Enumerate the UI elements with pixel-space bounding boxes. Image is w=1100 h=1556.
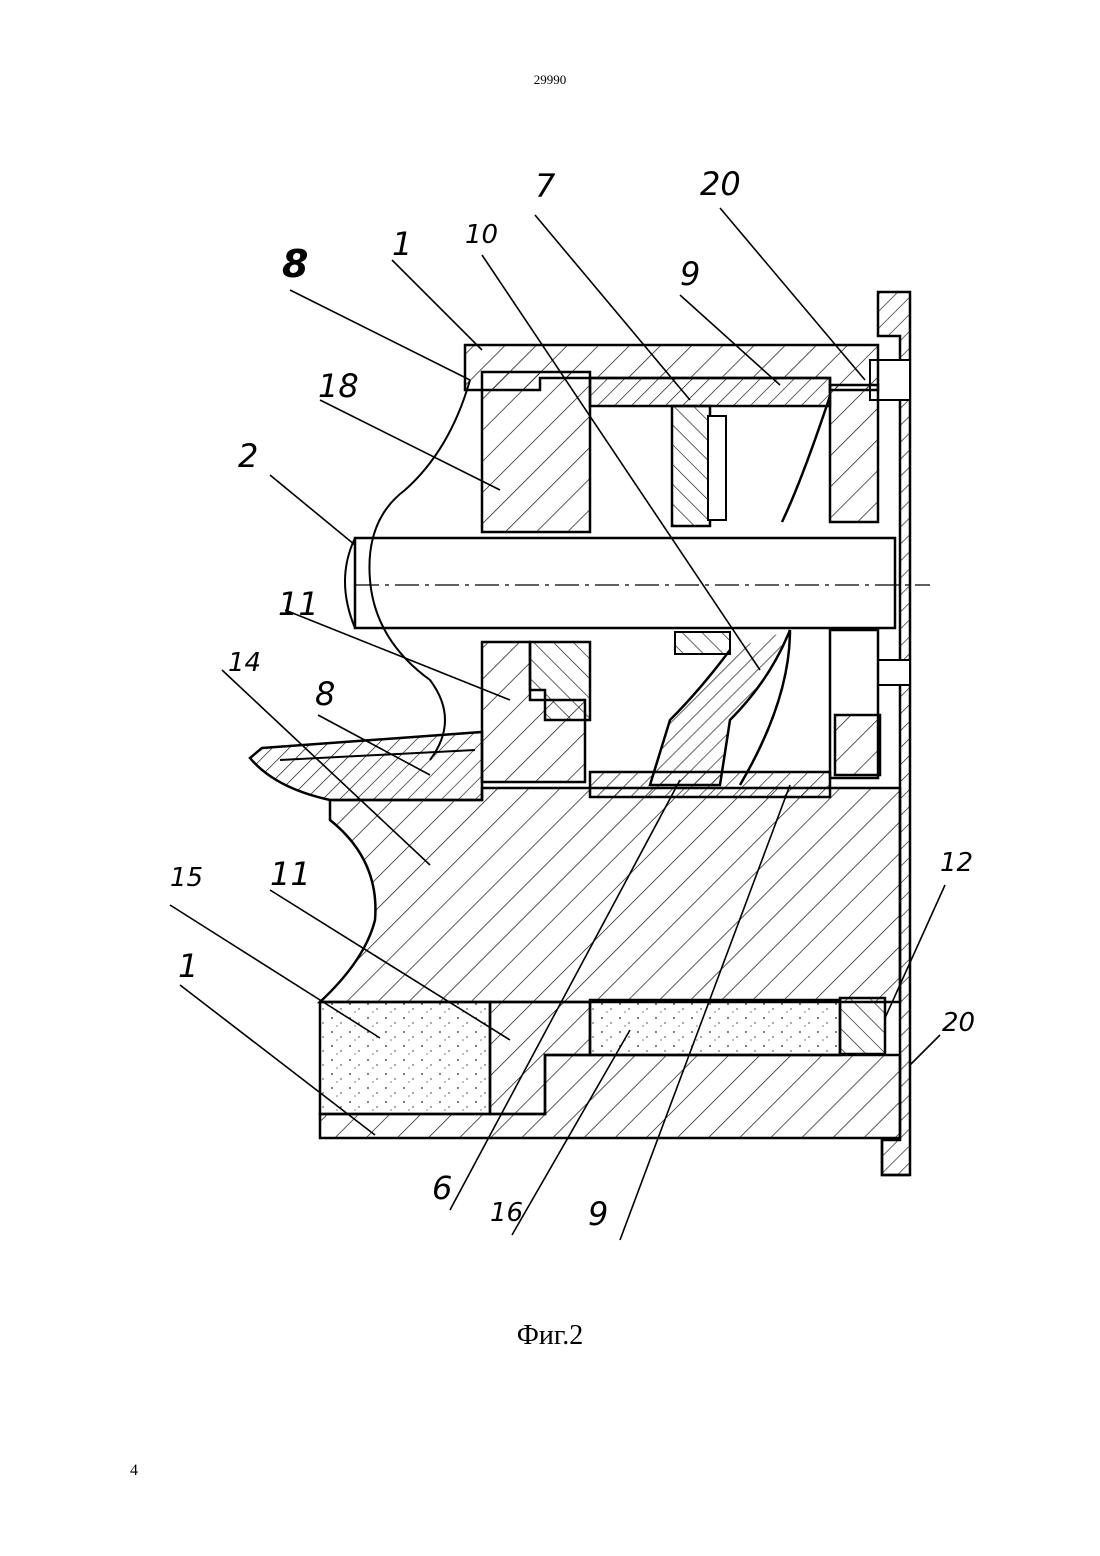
page-number: 4 <box>130 1462 138 1480</box>
callout-2: 2 <box>238 440 258 472</box>
callout-10: 10 <box>465 222 498 248</box>
drawing-canvas <box>130 160 990 1370</box>
inlet-pipe <box>250 732 482 800</box>
callout-9: 9 <box>680 258 700 290</box>
callout-1: 1 <box>392 228 412 260</box>
seal-15 <box>320 1002 490 1114</box>
impeller-7 <box>672 406 726 526</box>
ring-12 <box>840 998 885 1054</box>
callout-12: 12 <box>940 850 973 876</box>
bearing-block-11 <box>482 642 590 782</box>
technical-drawing: 8 1 10 7 20 9 18 2 11 14 8 15 11 1 12 20… <box>130 160 990 1370</box>
callout-1: 1 <box>178 950 198 982</box>
callout-16: 16 <box>490 1200 523 1226</box>
figure-caption: Фиг.2 <box>0 1320 1100 1352</box>
callout-7: 7 <box>535 170 555 202</box>
callout-15: 15 <box>170 865 203 891</box>
callout-8: 8 <box>315 678 335 710</box>
right-insert-lower <box>830 630 880 778</box>
document-number: 29990 <box>0 72 1100 88</box>
callout-20: 20 <box>700 168 741 200</box>
shaft-2 <box>345 538 930 628</box>
callout-6: 6 <box>432 1172 452 1204</box>
main-body <box>320 788 900 1002</box>
hub-piece <box>675 632 730 654</box>
callout-9: 9 <box>588 1198 608 1230</box>
callout-11: 11 <box>278 588 319 620</box>
callout-11: 11 <box>270 858 311 890</box>
sleeve-9-top <box>590 378 830 406</box>
callout-20: 20 <box>942 1010 975 1036</box>
callout-8: 8 <box>282 245 308 283</box>
callout-18: 18 <box>318 370 359 402</box>
callout-14: 14 <box>228 650 261 676</box>
bearing-block-18 <box>482 372 590 532</box>
seal-16 <box>590 1000 840 1055</box>
